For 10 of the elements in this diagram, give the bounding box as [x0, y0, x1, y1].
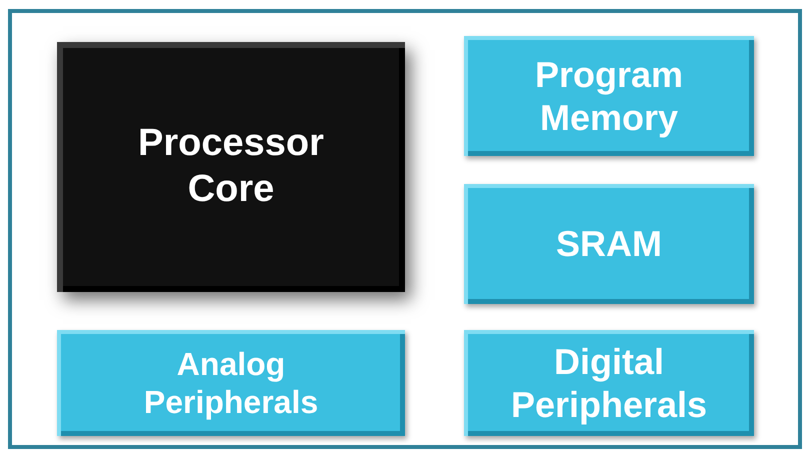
module-block	[464, 36, 754, 156]
module-block	[464, 184, 754, 304]
block-label: Processor Core	[137, 121, 325, 212]
block-label: Digital Peripherals	[510, 340, 708, 426]
block-label: Analog Peripherals	[142, 344, 320, 422]
module-block	[464, 330, 754, 436]
processor-block	[57, 42, 405, 292]
block-label: Program Memory	[534, 52, 684, 140]
block-label: SRAM	[555, 222, 663, 266]
module-block	[57, 330, 405, 436]
